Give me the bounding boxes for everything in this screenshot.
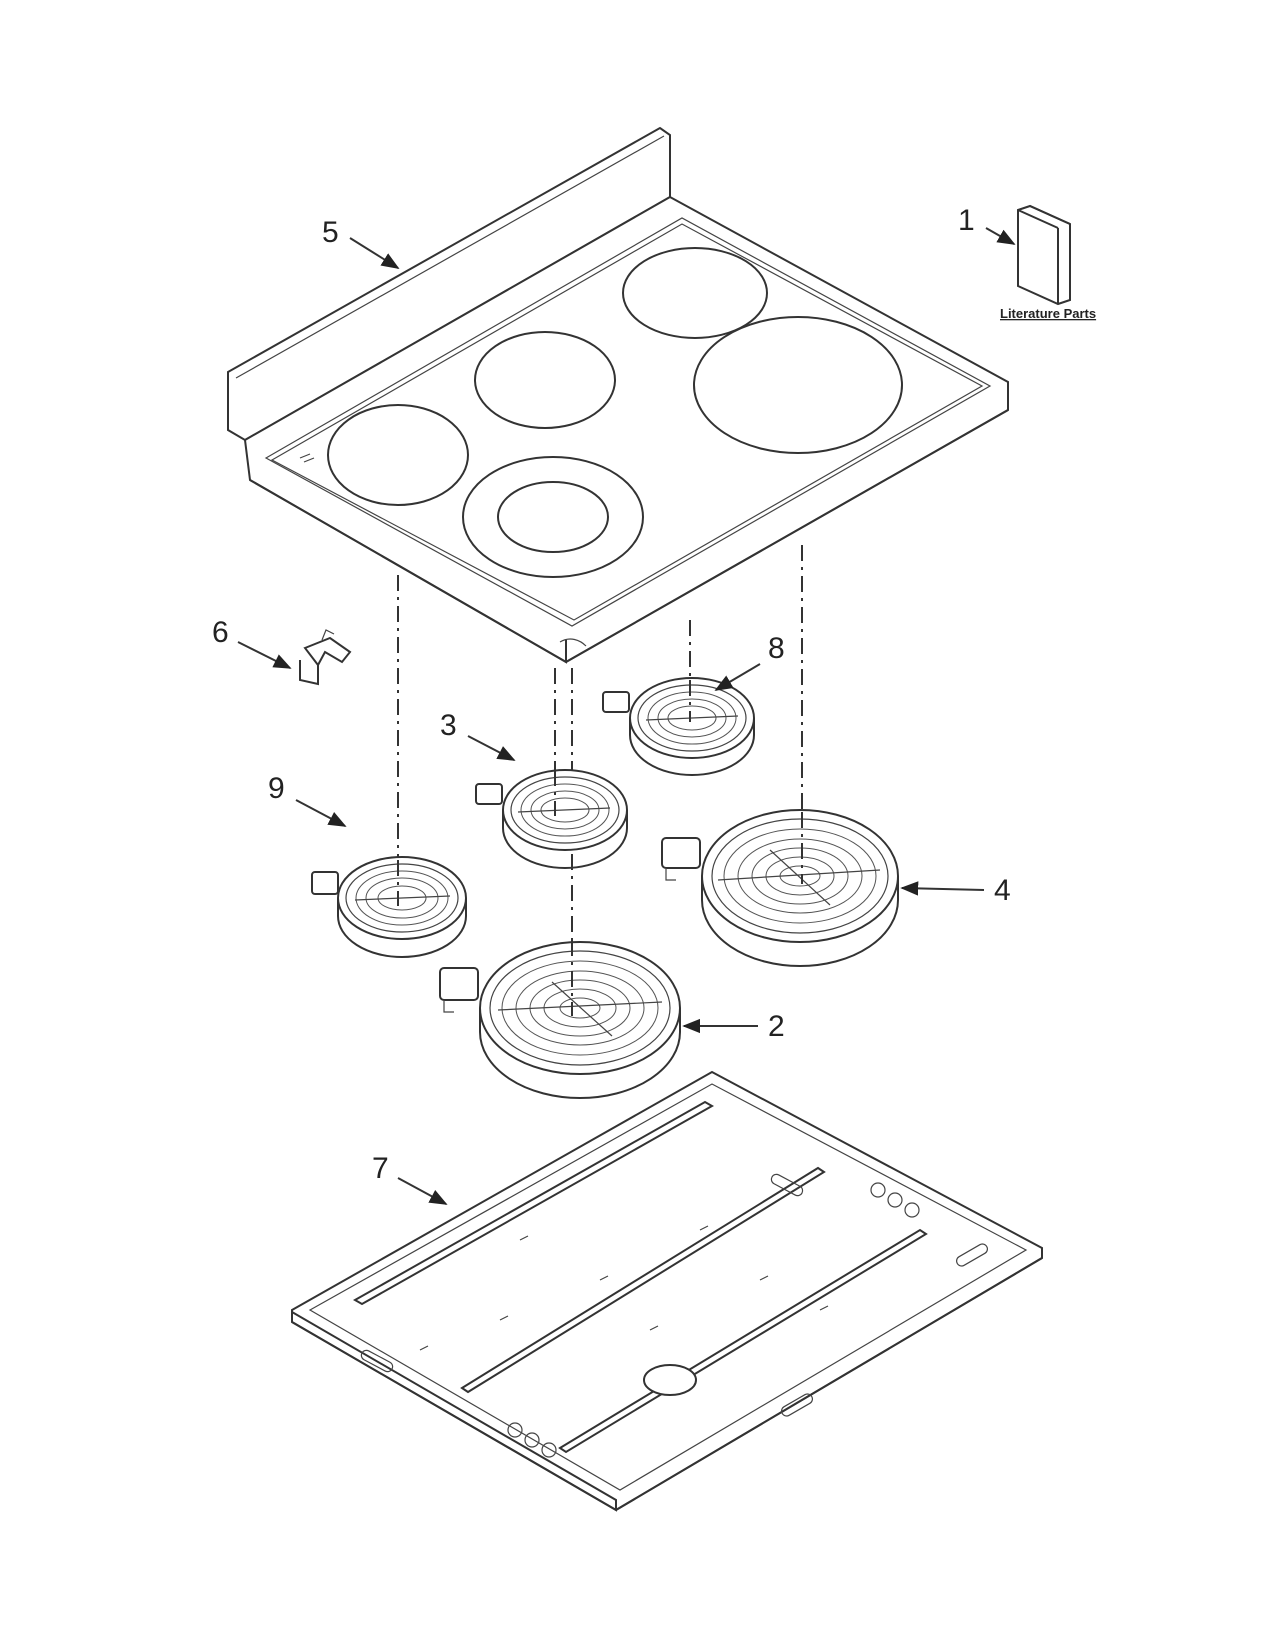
burner-ring-rear-right (622, 247, 768, 339)
radiant-element-3 (475, 769, 628, 869)
callout-8: 8 (768, 632, 785, 665)
part-6-clip (299, 629, 352, 686)
callout-5: 5 (322, 216, 339, 249)
burner-ring-front-left (327, 404, 469, 506)
bottom-tray (291, 1070, 1043, 1512)
callouts: 5 1 6 8 3 9 4 2 7 (212, 204, 1016, 1205)
burner-ring-front-center-outer (462, 456, 644, 578)
literature-parts: Literature Parts (1000, 204, 1096, 321)
callout-1: 1 (958, 204, 975, 237)
cooktop-glass (227, 126, 1009, 664)
radiant-element-4 (661, 809, 899, 967)
burner-ring-rear-center (474, 331, 616, 429)
burner-ring-front-center-inner (497, 481, 609, 553)
callout-7: 7 (372, 1152, 389, 1185)
callout-9: 9 (268, 772, 285, 805)
radiant-element-8 (602, 677, 755, 776)
burner-ring-right-large (693, 316, 903, 454)
radiant-element-2 (439, 940, 681, 1099)
callout-2: 2 (768, 1010, 785, 1043)
callout-3: 3 (440, 709, 457, 742)
callout-6: 6 (212, 616, 229, 649)
callout-4: 4 (994, 874, 1011, 907)
radiant-element-9 (311, 856, 467, 958)
literature-parts-label: Literature Parts (1000, 306, 1096, 321)
